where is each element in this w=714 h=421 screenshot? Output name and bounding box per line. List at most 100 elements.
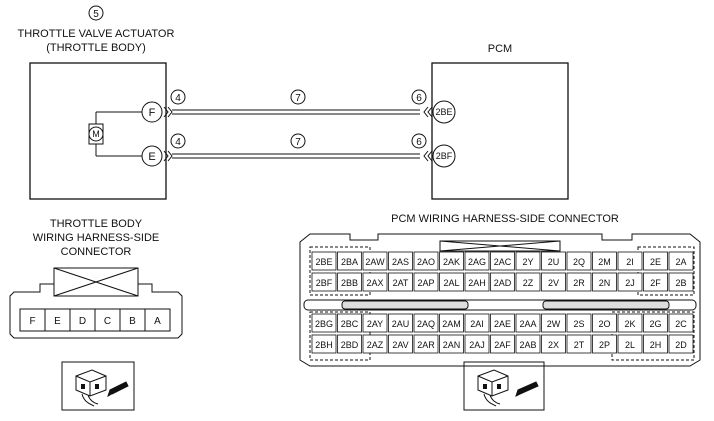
pcm-pin-label: 2X <box>548 340 559 350</box>
pcm-pin-label: 2BG <box>315 319 333 329</box>
pcm-pin-label: 2BE <box>315 257 332 267</box>
throttle-pin-label: D <box>79 316 86 327</box>
wire-top-label: 7 <box>295 93 301 104</box>
pcm-pin-cell <box>515 334 541 354</box>
pcm-pin-cell <box>592 272 617 292</box>
pcm-pin-cell <box>566 251 592 271</box>
pcm-pin-cell <box>490 334 515 354</box>
pcm-pin-label: 2S <box>573 319 584 329</box>
pcm-pin-cell <box>337 251 362 271</box>
pcm-pin-cell <box>413 313 439 333</box>
pcm-pin-label: 2V <box>548 278 559 288</box>
pcm-pin-cell <box>515 272 541 292</box>
pcm-pin-label: 2P <box>599 340 610 350</box>
pcm-pin-cell <box>337 334 362 354</box>
pcm-pin-label: 2M <box>598 257 611 267</box>
pcm-connector-chevrons <box>423 106 433 162</box>
pcm-pin-label: 2A <box>675 257 686 267</box>
pcm-pin-label: 2AU <box>392 319 410 329</box>
pcm-title: PCM <box>488 43 512 55</box>
wire-top-label-circle <box>290 89 306 105</box>
wire-bottom <box>172 153 420 159</box>
pcm-pin-label: 2AZ <box>367 340 384 350</box>
pcm-pin-label: 2T <box>574 340 585 350</box>
pcm-pin-cell <box>592 334 617 354</box>
wire-bottom-label-circle <box>290 133 306 149</box>
pcm-pin-cell <box>617 334 643 354</box>
pcm-pin-num-top-circle <box>411 89 427 105</box>
pcm-pin-label: 2AI <box>470 319 484 329</box>
pcm-pin-label: 2O <box>598 319 610 329</box>
pcm-pin-label: 2AM <box>442 319 461 329</box>
pcm-pin-label: 2AV <box>392 340 408 350</box>
pcm-pin-label: 2G <box>649 319 661 329</box>
actuator-box <box>29 62 167 200</box>
connector-view-icon-left <box>61 361 135 411</box>
throttle-pin-label: E <box>54 316 61 327</box>
pcm-pin-label: 2C <box>675 319 687 329</box>
pcm-pin-cell <box>490 251 515 271</box>
pcm-pin-cell <box>490 272 515 292</box>
pcm-pin-label: 2AJ <box>469 340 485 350</box>
pcm-pin-cell <box>439 313 464 333</box>
pcm-pin-cell <box>413 334 439 354</box>
actuator-terminal-e-label: E <box>148 151 155 163</box>
pcm-box <box>431 62 569 200</box>
pcm-pin-label: 2R <box>573 278 585 288</box>
pcm-pin-label: 2AF <box>494 340 511 350</box>
pcm-pin-cell <box>362 334 388 354</box>
pcm-pin-cell <box>311 251 337 271</box>
connector-view-icon-right <box>463 361 545 411</box>
actuator-terminal-f-label: F <box>149 107 156 119</box>
pcm-pin-cell <box>490 313 515 333</box>
pcm-pin-label: 2W <box>547 319 561 329</box>
throttle-pin-label: F <box>29 316 35 327</box>
pcm-pin-cell <box>566 313 592 333</box>
pcm-pin-num-bottom: 6 <box>416 137 422 148</box>
pcm-pin-label: 2N <box>599 278 611 288</box>
pcm-pin-label: 2AG <box>468 257 486 267</box>
pcm-pin-cell <box>643 251 668 271</box>
pcm-pin-cell <box>388 334 413 354</box>
pcm-pin-cell <box>592 251 617 271</box>
pcm-pin-cell <box>668 313 694 333</box>
pcm-pin-cell <box>362 272 388 292</box>
actuator-pin-num-e: 4 <box>175 137 181 148</box>
pcm-pin-label: 2Q <box>573 257 585 267</box>
pcm-pin-cell <box>439 334 464 354</box>
pcm-pin-label: 2Y <box>522 257 533 267</box>
pcm-pin-label: 2AW <box>365 257 385 267</box>
pcm-pin-cell <box>541 334 566 354</box>
pcm-pin-cell <box>541 272 566 292</box>
pcm-pin-label: 2AL <box>443 278 459 288</box>
pcm-pin-label: 2BH <box>315 340 333 350</box>
pcm-pin-cell <box>464 251 490 271</box>
throttle-connector-housing <box>9 267 183 339</box>
pcm-pin-cell <box>311 313 337 333</box>
actuator-pin-num-f: 4 <box>175 93 181 104</box>
pcm-pin-label: 2BC <box>341 319 359 329</box>
actuator-terminal-f <box>141 101 163 123</box>
pcm-pin-cell <box>388 313 413 333</box>
throttle-connector-title-line1: THROTTLE BODY <box>50 218 143 230</box>
pcm-pin-label: 2L <box>625 340 635 350</box>
pcm-pin-cell <box>617 272 643 292</box>
pcm-pin-label: 2AH <box>468 278 486 288</box>
actuator-connector-chevrons <box>163 106 173 162</box>
pcm-pin-cell <box>668 334 694 354</box>
pcm-pin-cell <box>668 251 694 271</box>
pcm-pin-cell <box>541 251 566 271</box>
pcm-pin-label: 2AN <box>443 340 461 350</box>
pcm-pin-label: 2AE <box>494 319 511 329</box>
pcm-pin-cell <box>617 251 643 271</box>
pcm-pin-label: 2AQ <box>417 319 435 329</box>
pcm-pin-label: 2U <box>548 257 560 267</box>
motor-label: M <box>92 129 100 139</box>
pcm-pin-cell <box>388 251 413 271</box>
pcm-connector-title: PCM WIRING HARNESS-SIDE CONNECTOR <box>391 213 619 225</box>
pcm-pin-label: 2AB <box>519 340 536 350</box>
pcm-pin-label: 2I <box>626 257 634 267</box>
